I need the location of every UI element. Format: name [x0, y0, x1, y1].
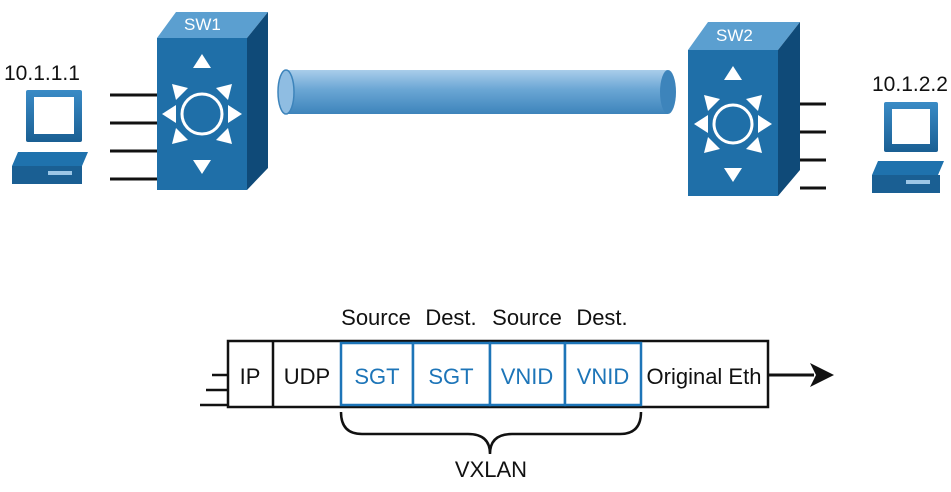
sw2-port-lines	[800, 102, 826, 190]
source-sgt-header: Source	[341, 305, 411, 330]
left-pc-icon	[12, 90, 88, 184]
source-sgt-field: SGT	[354, 364, 399, 389]
sw1-label: SW1	[184, 15, 221, 34]
sw1-port-lines	[110, 93, 157, 181]
sw1-switch-icon	[157, 12, 268, 190]
sw2-switch-icon	[688, 22, 800, 196]
direction-arrow-icon	[768, 363, 834, 387]
original-eth-field: Original Eth	[647, 364, 762, 389]
dest-sgt-field: SGT	[428, 364, 473, 389]
vxlan-fields	[339, 341, 643, 407]
right-pc-icon	[872, 102, 944, 193]
source-vnid-field: VNID	[501, 364, 554, 389]
right-host-ip: 10.1.2.2	[872, 73, 948, 96]
ip-field: IP	[240, 364, 261, 389]
vxlan-tunnel-pipe	[277, 69, 676, 115]
source-vnid-header: Source	[492, 305, 562, 330]
sw2-label: SW2	[716, 26, 753, 45]
vxlan-label: VXLAN	[455, 457, 527, 482]
left-host-ip: 10.1.1.1	[4, 62, 80, 85]
dest-vnid-header: Dest.	[576, 305, 627, 330]
vxlan-brace	[339, 411, 643, 455]
packet-leading-lines	[200, 373, 228, 407]
udp-field: UDP	[284, 364, 330, 389]
dest-sgt-header: Dest.	[425, 305, 476, 330]
dest-vnid-field: VNID	[577, 364, 630, 389]
